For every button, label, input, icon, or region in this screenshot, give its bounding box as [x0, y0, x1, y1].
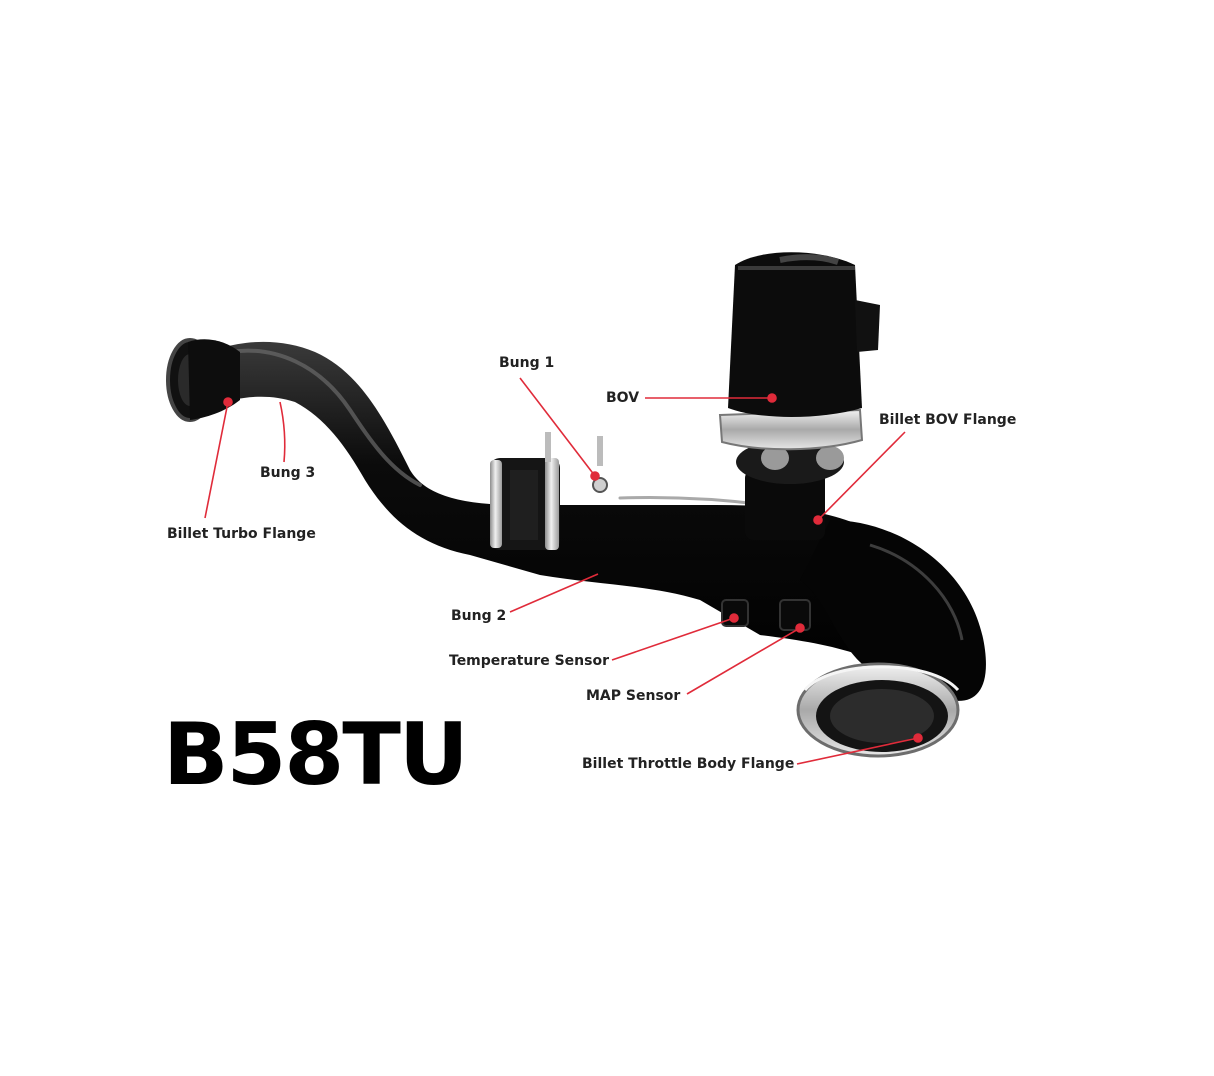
label-bung-3: Bung 3 — [260, 465, 316, 481]
billet-turbo-flange-leader — [204, 401, 229, 519]
bung-2-leader — [509, 573, 599, 613]
billet-turbo-flange-dot — [223, 397, 233, 407]
label-map-sensor: MAP Sensor — [586, 688, 681, 704]
temperature-sensor-leader — [611, 617, 735, 661]
label-billet-bov-flange: Billet BOV Flange — [879, 412, 1017, 428]
turbo-flange — [166, 338, 240, 422]
billet-bov-flange-leader — [817, 431, 906, 521]
billet-bov-flange-dot — [813, 515, 823, 525]
label-bov: BOV — [606, 390, 640, 406]
throttle-body-flange — [796, 662, 960, 758]
map-sensor-leader — [686, 627, 801, 695]
callout-lines — [204, 377, 923, 765]
map-sensor-dot — [795, 623, 805, 633]
label-billet-turbo-flange: Billet Turbo Flange — [167, 526, 316, 542]
label-billet-throttle-body-flange: Billet Throttle Body Flange — [582, 756, 795, 772]
charge-pipe — [190, 341, 986, 701]
temperature-sensor-dot — [729, 613, 739, 623]
bov-dot — [767, 393, 777, 403]
model-title: B58TU — [163, 705, 469, 805]
label-bung-1: Bung 1 — [499, 355, 555, 371]
bov-assembly — [718, 252, 880, 540]
billet-throttle-body-flange-dot — [913, 733, 923, 743]
bung-1-dot — [590, 471, 600, 481]
coupler — [490, 432, 608, 550]
bung-3-leader — [279, 401, 286, 463]
bung-1-leader — [519, 377, 596, 477]
billet-throttle-body-flange-leader — [796, 737, 919, 765]
label-bung-2: Bung 2 — [451, 608, 507, 624]
label-temperature-sensor: Temperature Sensor — [449, 653, 609, 669]
